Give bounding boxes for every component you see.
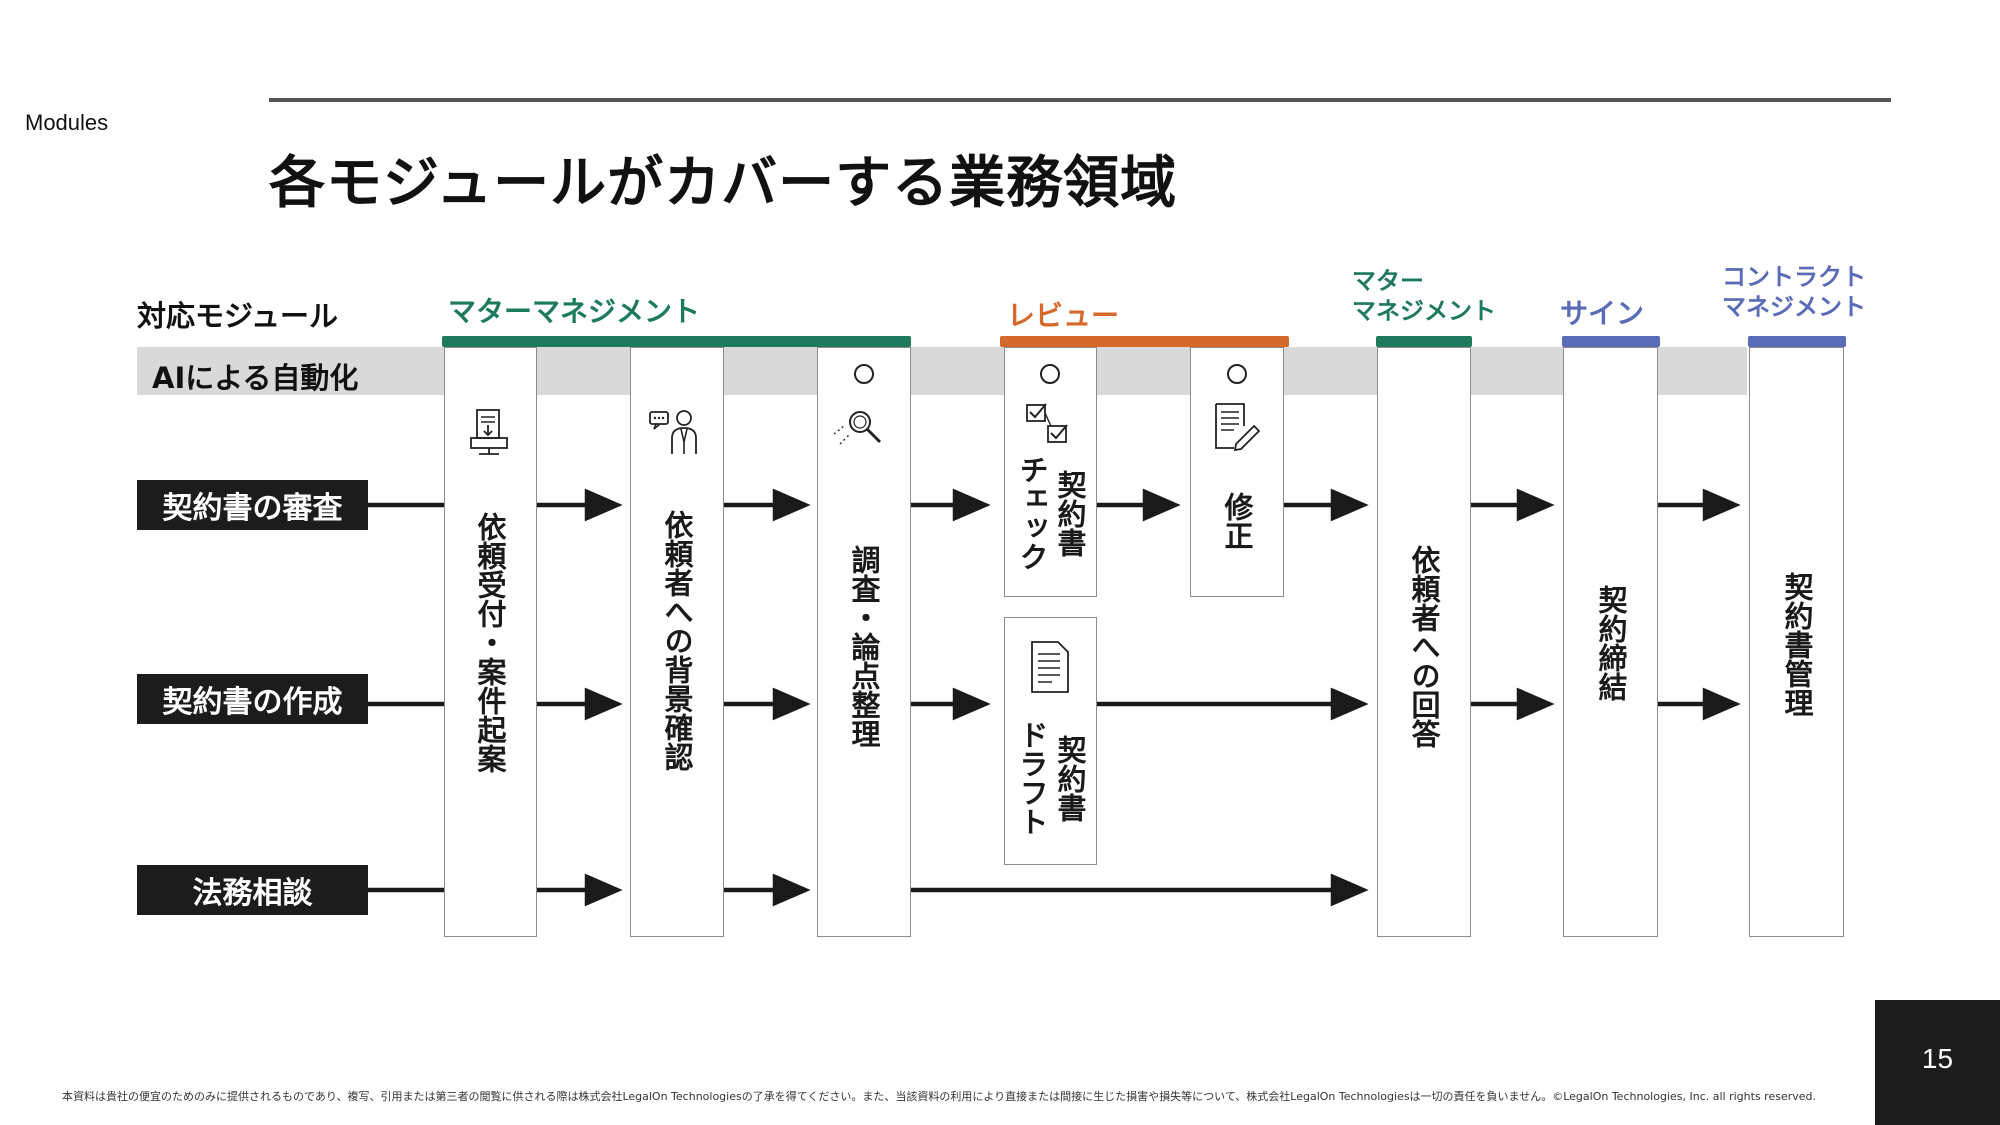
process-column-intake: [444, 347, 537, 937]
magnifier-icon: [833, 411, 882, 445]
arrow-head: [1330, 687, 1369, 721]
footer-disclaimer: 本資料は貴社の便宜のためのみに提供されるものであり、複写、引用または第三者の閲覧…: [62, 1090, 1816, 1103]
module-bar-matter-management: [442, 336, 911, 347]
module-label-sign: サイン: [1560, 298, 1644, 329]
process-column-contract-management: [1749, 347, 1844, 937]
box-text-line: 契約書: [1053, 734, 1087, 822]
module-row-header: 対応モジュール: [137, 299, 338, 333]
module-label-line: マネジメント: [1722, 293, 1866, 321]
module-label-line: コントラクト: [1722, 263, 1866, 291]
process-label-response: 依頼者への回答: [1406, 545, 1442, 756]
document-intake-icon: [470, 409, 508, 455]
arrow-head: [1516, 488, 1555, 522]
module-label-review: レビュー: [1007, 300, 1119, 331]
page-number-box: [1875, 1000, 2000, 1125]
arrow-head: [1702, 687, 1741, 721]
column-text: 依頼者への回答: [1407, 545, 1441, 748]
arrow-head: [772, 873, 811, 907]
arrow-head: [1702, 488, 1741, 522]
module-label-line: マネジメント: [1352, 297, 1496, 325]
module-bar-matter-management-2: [1376, 336, 1472, 347]
module-label-line: レビュー: [1007, 299, 1120, 332]
process-column-response: [1377, 347, 1471, 937]
arrow-head: [1142, 488, 1181, 522]
process-label-research: 調査・論点整理: [846, 545, 882, 756]
process-label-contract-check: 契約書 チェック: [1012, 455, 1088, 571]
module-bar-contract-management: [1748, 336, 1846, 347]
process-column-signing: [1563, 347, 1658, 937]
process-box-revision: [1190, 347, 1284, 597]
process-label-intake: 依頼受付・案件起案: [472, 512, 508, 781]
box-text-line: ドラフト: [1015, 720, 1049, 836]
module-label-contract-management: コントラクト マネジメント: [1722, 262, 1866, 322]
consultation-icon: [649, 410, 697, 454]
page-number: 15: [1921, 1043, 1954, 1074]
section-tag: Modules: [25, 110, 109, 135]
row-label-contract-review: 契約書の審査: [137, 480, 368, 530]
arrow-head: [952, 687, 991, 721]
column-text: 契約締結: [1594, 585, 1628, 701]
box-text-line: 契約書: [1053, 469, 1087, 557]
arrow-head: [772, 488, 811, 522]
edit-document-icon: [1215, 403, 1261, 452]
process-label-background-check: 依頼者への背景確認: [659, 510, 695, 779]
box-text-line: チェック: [1015, 455, 1049, 571]
process-label-contract-management: 契約書管理: [1779, 572, 1815, 725]
process-box-contract-check: [1004, 347, 1097, 597]
ai-marker-circle: [854, 364, 874, 384]
arrow-head: [952, 488, 991, 522]
arrow-head: [772, 687, 811, 721]
column-text: 調査・論点整理: [847, 545, 881, 748]
module-bar-review: [1000, 336, 1289, 347]
process-label-contract-draft: 契約書 ドラフト: [1012, 720, 1088, 836]
ai-automation-band: [137, 347, 1747, 395]
arrow-head: [584, 873, 623, 907]
arrow-head: [1330, 488, 1369, 522]
ai-marker-circle: [1040, 364, 1060, 384]
row-label-contract-drafting: 契約書の作成: [137, 674, 368, 724]
box-text-line: 修正: [1220, 492, 1254, 550]
process-box-contract-draft: [1004, 617, 1097, 865]
module-label-line: マターマネジメント: [448, 295, 701, 328]
draft-document-icon: [1031, 641, 1069, 693]
process-label-signing: 契約締結: [1593, 585, 1629, 709]
column-text: 契約書管理: [1780, 572, 1814, 717]
process-column-research: [817, 347, 911, 937]
module-bar-sign: [1562, 336, 1660, 347]
page-title: 各モジュールがカバーする業務領域: [269, 151, 1178, 216]
arrow-head: [1330, 873, 1369, 907]
arrow-head: [584, 488, 623, 522]
module-label-line: マター: [1352, 267, 1424, 295]
column-text: 依頼受付・案件起案: [473, 512, 507, 773]
module-label-line: サイン: [1560, 297, 1645, 330]
ai-marker-circle: [1227, 364, 1247, 384]
module-label-matter-management-2: マター マネジメント: [1352, 266, 1496, 326]
arrow-head: [1516, 687, 1555, 721]
arrow-head: [584, 687, 623, 721]
column-text: 依頼者への背景確認: [660, 510, 694, 771]
module-label-matter-management: マターマネジメント: [448, 296, 700, 327]
header-rule: [269, 98, 1891, 102]
row-label-legal-consultation: 法務相談: [137, 865, 368, 915]
checklist-icon: [1026, 403, 1068, 443]
ai-automation-label: AIによる自動化: [152, 361, 359, 395]
process-column-background-check: [630, 347, 724, 937]
process-label-revision: 修正: [1219, 492, 1255, 558]
